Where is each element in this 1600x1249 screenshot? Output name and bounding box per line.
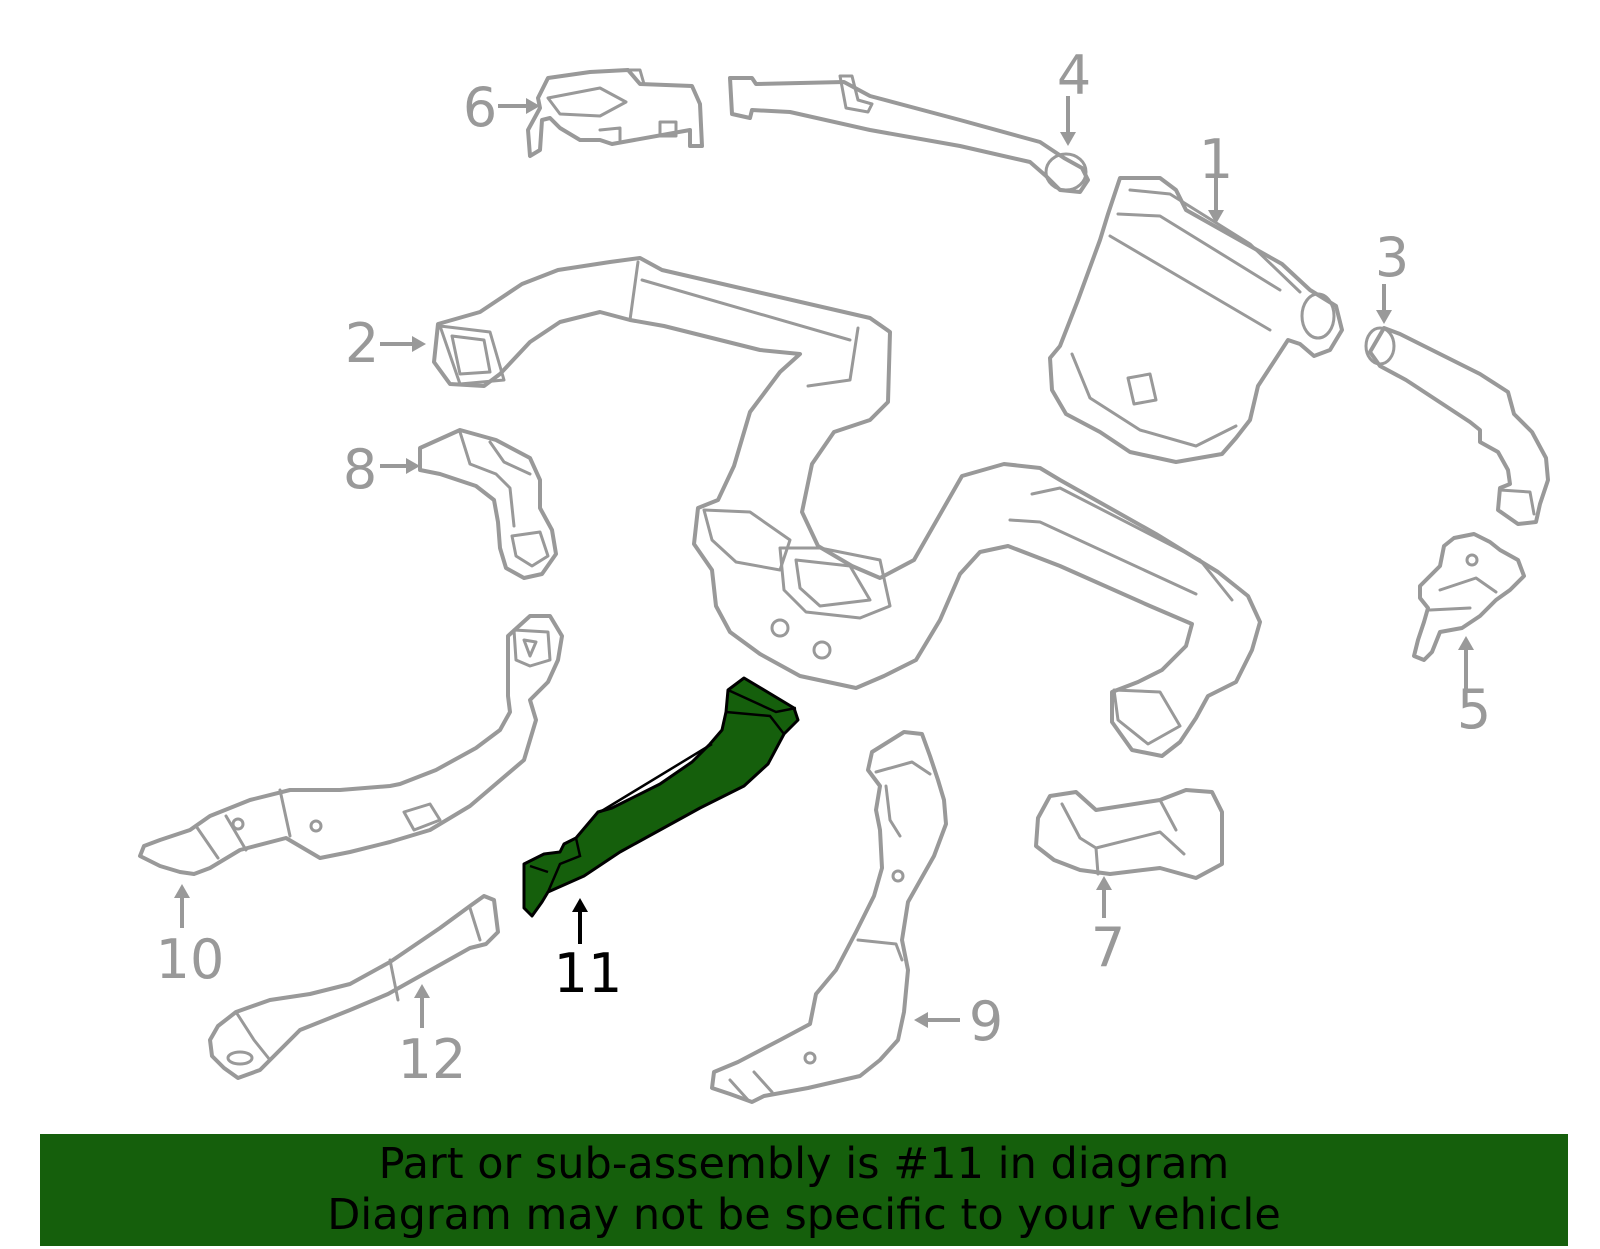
banner-line-disclaimer: Diagram may not be specific to your vehi…	[327, 1190, 1281, 1240]
part-6-bracket	[526, 68, 704, 158]
banner-line-part-number: Part or sub-assembly is #11 in diagram	[378, 1139, 1230, 1189]
callout-label-4: 4	[1057, 44, 1091, 107]
callout-label-12: 12	[398, 1028, 467, 1091]
part-info-banner: Part or sub-assembly is #11 in diagram D…	[40, 1134, 1568, 1246]
part-4-duct	[728, 74, 1090, 194]
callout-label-3: 3	[1375, 226, 1409, 289]
part-1-vent-assembly	[1048, 176, 1344, 464]
callout-label-5: 5	[1457, 678, 1491, 741]
callout-label-11: 11	[554, 942, 623, 1005]
callout-label-2: 2	[345, 312, 379, 375]
callout-label-10: 10	[156, 928, 225, 991]
part-11-highlighted-duct[interactable]	[522, 676, 800, 918]
part-10-duct	[138, 614, 564, 876]
part-3-hose	[1364, 326, 1550, 526]
callout-label-7: 7	[1091, 916, 1125, 979]
part-5-bracket	[1412, 532, 1526, 662]
part-8-elbow-duct	[418, 428, 558, 580]
part-2-main-duct	[432, 256, 1262, 758]
callout-arrows	[174, 96, 1474, 1028]
callout-label-1: 1	[1199, 128, 1233, 191]
part-7-duct	[1034, 788, 1224, 880]
callout-label-8: 8	[343, 438, 377, 501]
callout-label-9: 9	[969, 990, 1003, 1053]
part-12-duct	[208, 894, 500, 1080]
part-9-duct	[710, 730, 948, 1104]
callout-label-6: 6	[463, 76, 497, 139]
